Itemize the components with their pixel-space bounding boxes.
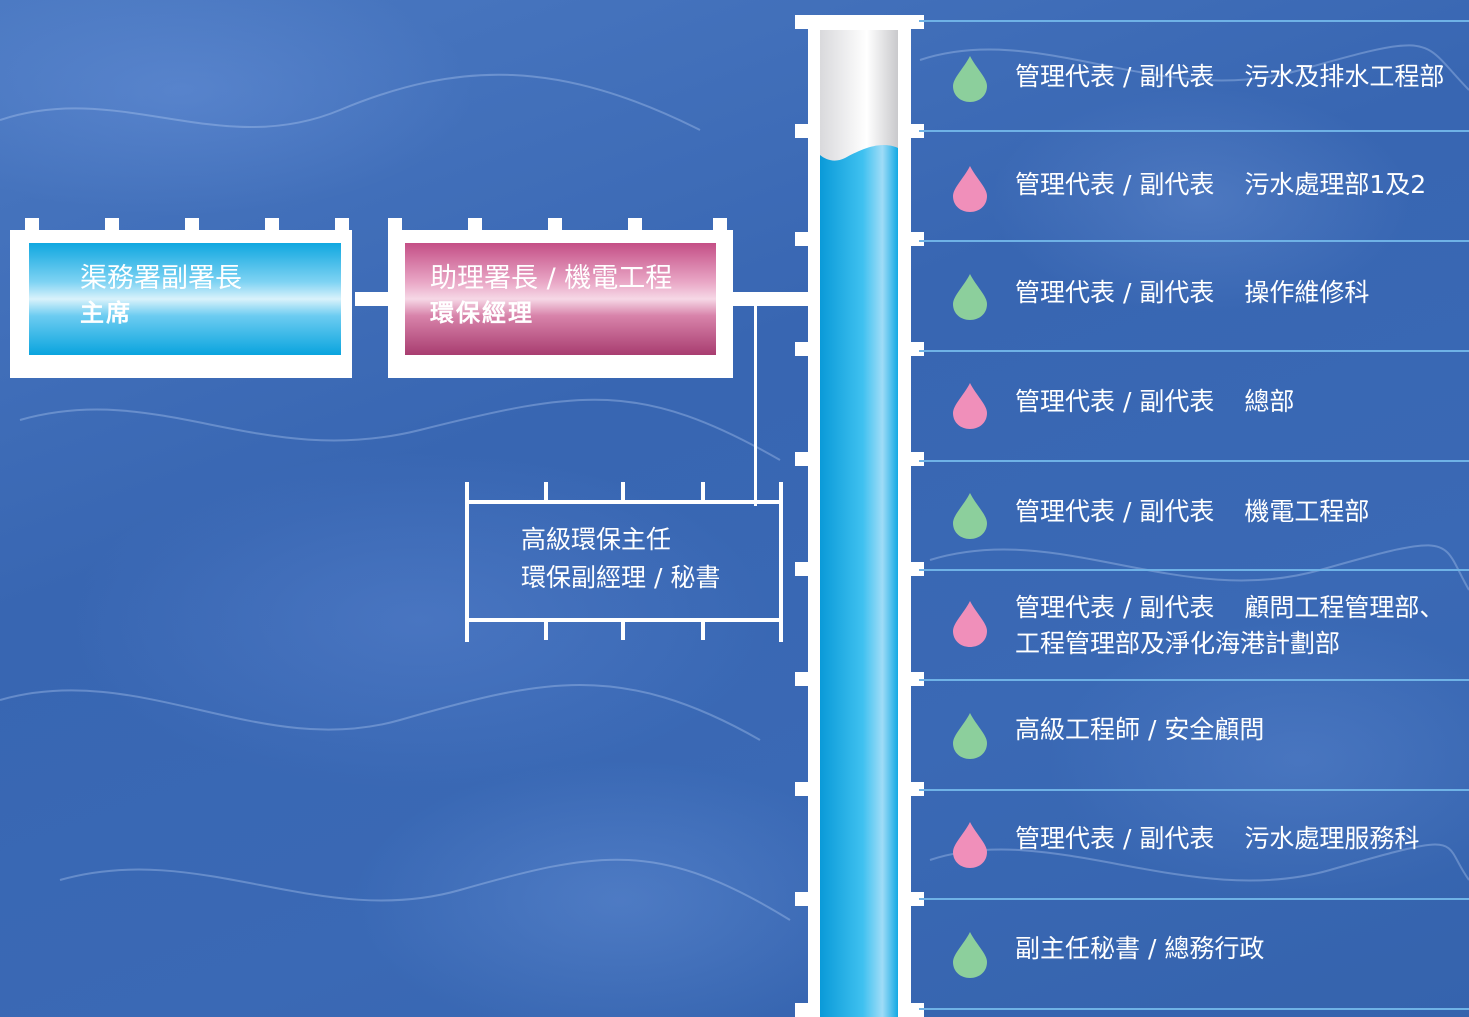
member-title: 管理代表 / 副代表 [1015, 62, 1215, 91]
member-label: 管理代表 / 副代表污水及排水工程部 [1015, 58, 1444, 96]
row-divider [919, 350, 1469, 352]
member-dept: 操作維修科 [1244, 278, 1370, 307]
member-dept: 污水處理服務科 [1244, 824, 1420, 853]
row-divider [919, 898, 1469, 900]
member-title: 管理代表 / 副代表 [1015, 593, 1215, 622]
secretary-line2: 環保副經理 / 秘書 [521, 563, 721, 592]
secretary-line1: 高級環保主任 [521, 525, 672, 554]
manager-title: 助理署長 / 機電工程 [430, 263, 673, 294]
member-title: 管理代表 / 副代表 [1015, 170, 1215, 199]
row-divider [919, 789, 1469, 791]
member-dept-line2: 工程管理部及淨化海港計劃部 [1015, 629, 1341, 658]
water-drop-icon [953, 822, 987, 868]
member-row: 副主任秘書 / 總務行政 [945, 916, 1469, 1006]
member-title: 管理代表 / 副代表 [1015, 387, 1215, 416]
member-row: 管理代表 / 副代表污水及排水工程部 [945, 40, 1469, 130]
member-row: 管理代表 / 副代表總部 [945, 367, 1469, 457]
water-drop-icon [953, 713, 987, 759]
water-drop-icon [953, 601, 987, 647]
member-row: 管理代表 / 副代表污水處理部1及2 [945, 150, 1469, 240]
member-row: 管理代表 / 副代表機電工程部 [945, 477, 1469, 567]
member-dept: 機電工程部 [1244, 497, 1370, 526]
water-drop-icon [953, 932, 987, 978]
member-dept: 污水處理部1及2 [1244, 170, 1427, 199]
row-divider [919, 130, 1469, 132]
secretary-box-frame [465, 482, 783, 642]
chair-box-frame [10, 218, 352, 378]
member-label: 管理代表 / 副代表機電工程部 [1015, 493, 1369, 531]
chair-box: 渠務署副署長 主席 [10, 218, 352, 378]
row-divider [919, 240, 1469, 242]
member-title: 副主任秘書 / 總務行政 [1015, 934, 1265, 963]
member-row: 管理代表 / 副代表污水處理服務科 [945, 806, 1469, 896]
manager-box-frame [388, 218, 733, 378]
row-divider [919, 1008, 1469, 1010]
member-label: 副主任秘書 / 總務行政 [1015, 930, 1264, 968]
manager-box: 助理署長 / 機電工程 環保經理 [388, 218, 733, 378]
member-title: 高級工程師 / 安全顧問 [1015, 715, 1265, 744]
member-label: 高級工程師 / 安全顧問 [1015, 711, 1264, 749]
secretary-box: 高級環保主任 環保副經理 / 秘書 [465, 482, 783, 642]
water-drop-icon [953, 383, 987, 429]
member-dept: 總部 [1244, 387, 1295, 416]
row-divider [919, 20, 1469, 22]
water-drop-icon [953, 274, 987, 320]
water-drop-icon [953, 56, 987, 102]
member-dept: 污水及排水工程部 [1244, 62, 1445, 91]
member-label: 管理代表 / 副代表總部 [1015, 383, 1294, 421]
chair-title: 渠務署副署長 [80, 263, 242, 294]
member-row: 管理代表 / 副代表操作維修科 [945, 258, 1469, 348]
member-row: 管理代表 / 副代表顧問工程管理部、 工程管理部及淨化海港計劃部 [945, 585, 1469, 677]
water-drop-icon [953, 493, 987, 539]
member-label: 管理代表 / 副代表顧問工程管理部、 [1015, 589, 1444, 627]
member-row: 高級工程師 / 安全顧問 [945, 697, 1469, 787]
row-divider [919, 569, 1469, 571]
chair-role: 主席 [80, 299, 132, 327]
manager-role: 環保經理 [430, 299, 534, 327]
member-label: 管理代表 / 副代表操作維修科 [1015, 274, 1369, 312]
member-label: 管理代表 / 副代表污水處理部1及2 [1015, 166, 1426, 204]
member-title: 管理代表 / 副代表 [1015, 824, 1215, 853]
member-title: 管理代表 / 副代表 [1015, 497, 1215, 526]
member-title: 管理代表 / 副代表 [1015, 278, 1215, 307]
row-divider [919, 679, 1469, 681]
member-label: 管理代表 / 副代表污水處理服務科 [1015, 820, 1419, 858]
water-drop-icon [953, 166, 987, 212]
row-divider [919, 460, 1469, 462]
member-dept: 顧問工程管理部、 [1244, 593, 1445, 622]
